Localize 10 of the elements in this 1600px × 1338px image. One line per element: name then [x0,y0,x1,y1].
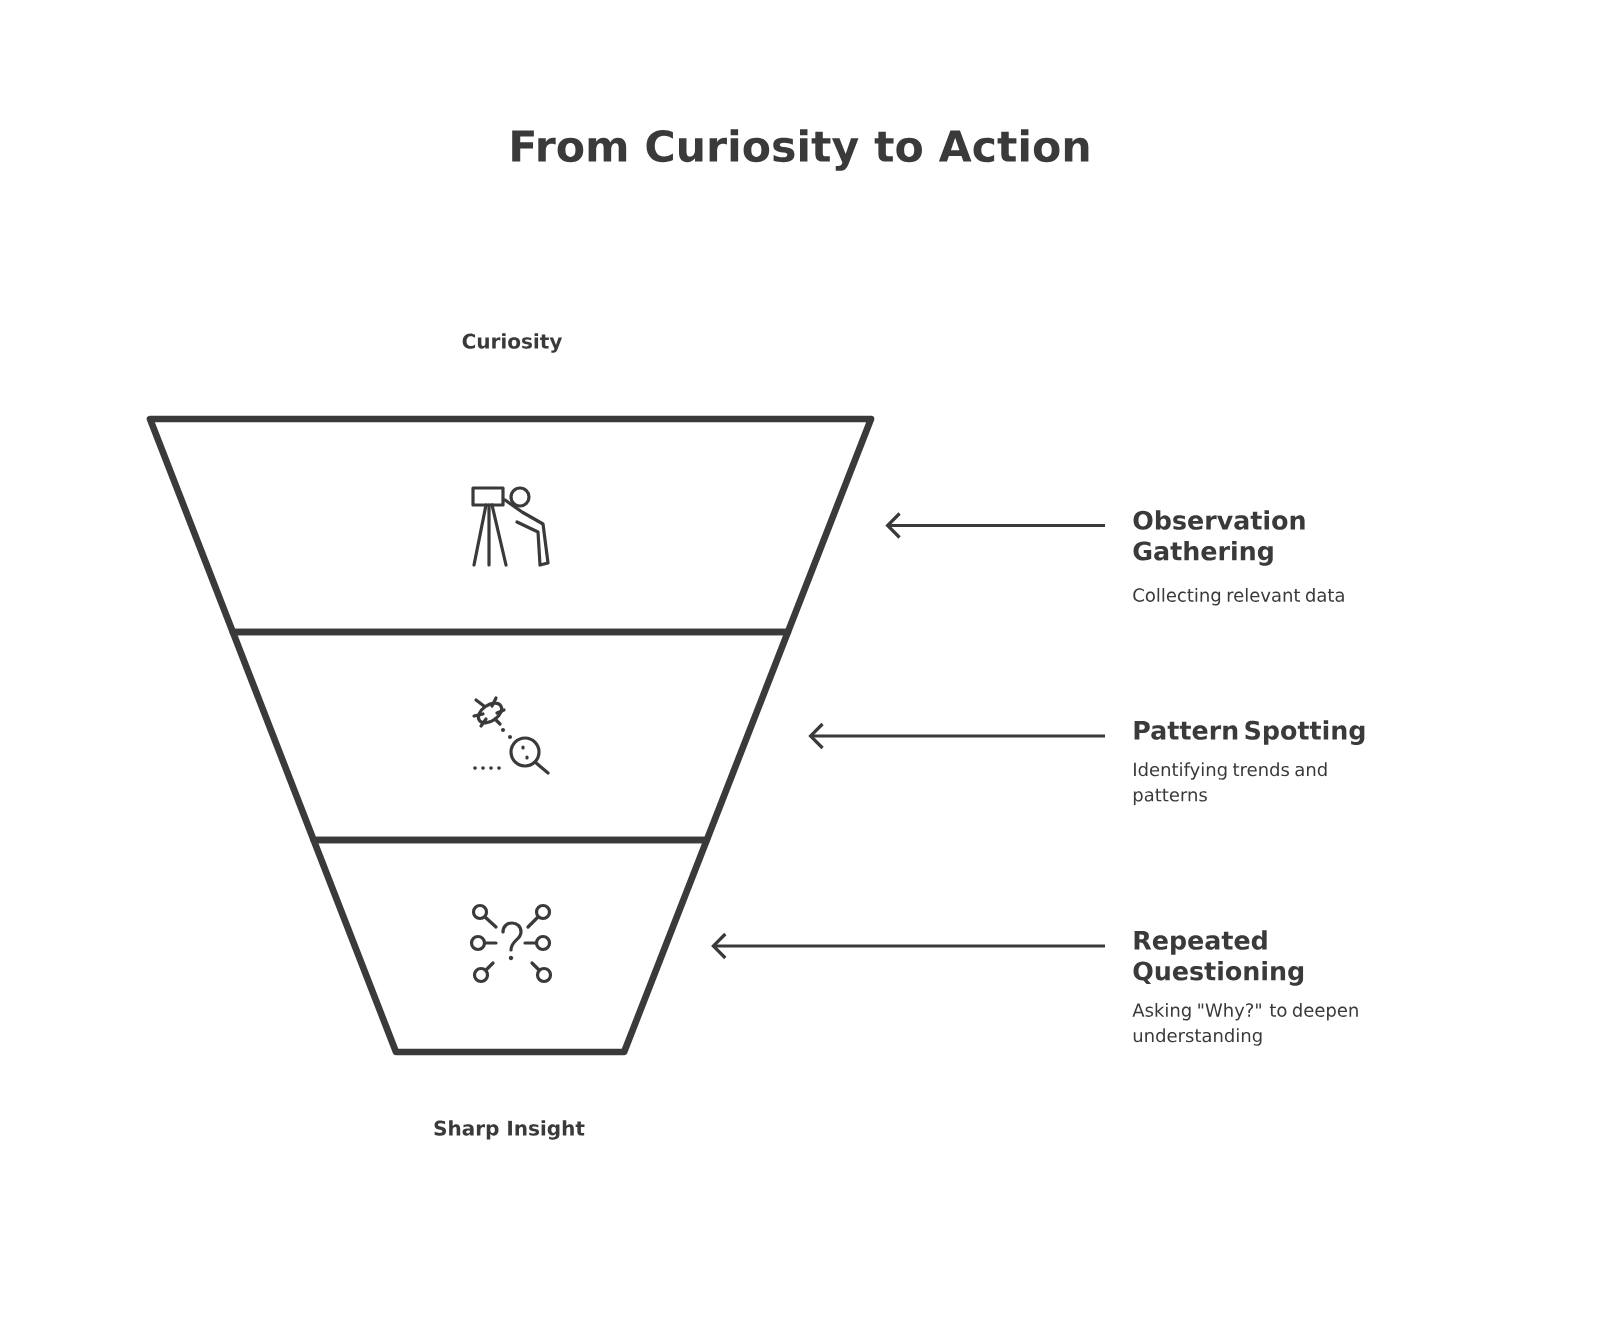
funnel-band [310,836,711,1056]
title: From Curiosity to Action [512,129,1089,171]
step-text: Repeated Questioning Asking "Why?" to deepen understanding [1132,930,1358,1046]
step-text: Observation Gathering Collecting relevant data [1133,510,1344,606]
step-text: Pattern Spotting Identifying trends and patterns [1133,720,1365,806]
funnel-label: Curiosity [462,333,562,353]
arrow [885,512,1105,539]
funnel-label: Sharp Insight [434,1120,585,1140]
arrow [711,932,1105,960]
arrow [808,722,1105,750]
